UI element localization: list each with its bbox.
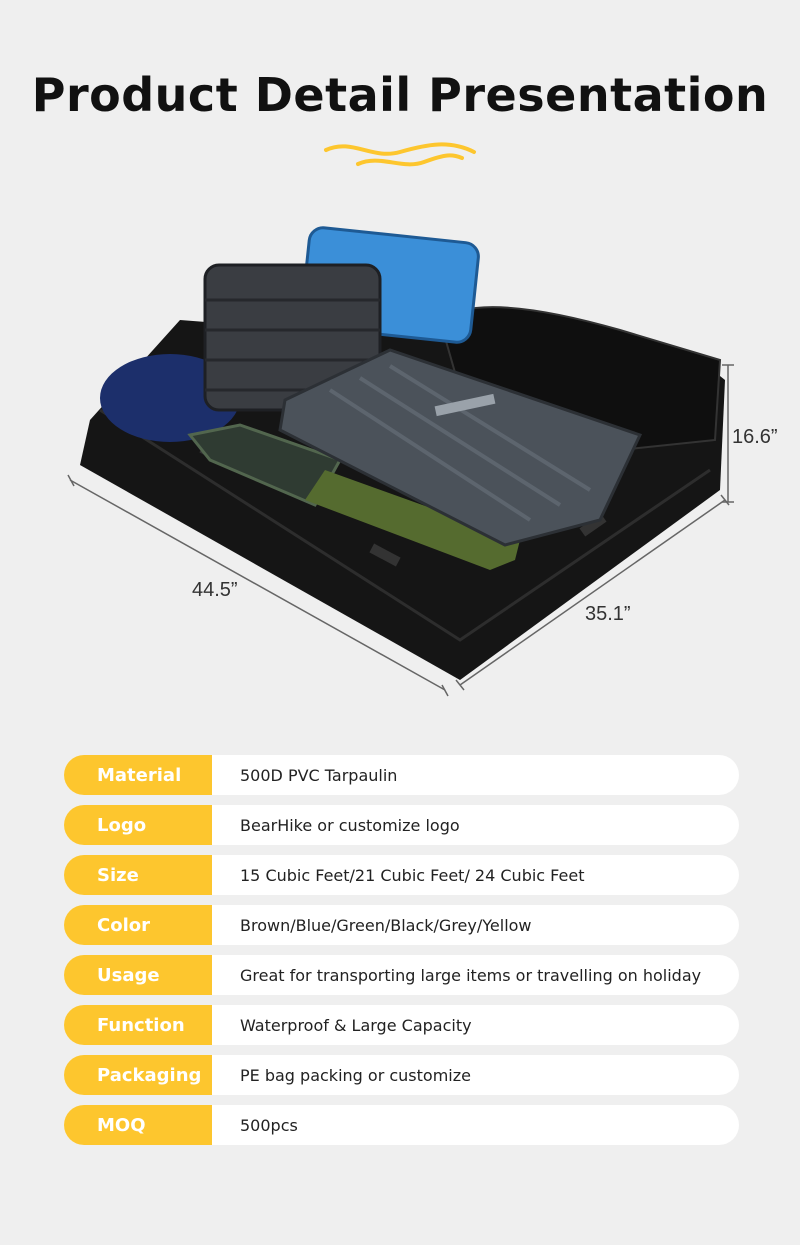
spec-row-color: Color Brown/Blue/Green/Black/Grey/Yellow (64, 905, 739, 945)
spec-value: 500pcs (240, 1115, 298, 1135)
spec-value: Great for transporting large items or tr… (240, 965, 702, 985)
spec-value: 500D PVC Tarpaulin (240, 765, 398, 785)
grey-suitcase (278, 348, 643, 547)
spec-row-usage: Usage Great for transporting large items… (64, 955, 739, 995)
spec-key: Size (64, 855, 212, 895)
spec-key: Function (64, 1005, 212, 1045)
spec-row-moq: MOQ 500pcs (64, 1105, 739, 1145)
spec-value: BearHike or customize logo (240, 815, 460, 835)
spec-table: Material 500D PVC Tarpaulin Logo BearHik… (64, 755, 739, 1155)
spec-row-packaging: Packaging PE bag packing or customize (64, 1055, 739, 1095)
width-label: 35.1” (585, 603, 631, 625)
spec-row-size: Size 15 Cubic Feet/21 Cubic Feet/ 24 Cub… (64, 855, 739, 895)
spec-value: PE bag packing or customize (240, 1065, 471, 1085)
page-title: Product Detail Presentation (31, 68, 769, 122)
spec-row-function: Function Waterproof & Large Capacity (64, 1005, 739, 1045)
spec-row-material: Material 500D PVC Tarpaulin (64, 755, 739, 795)
spec-key: Usage (64, 955, 212, 995)
spec-key: Material (64, 755, 212, 795)
spec-key: Color (64, 905, 212, 945)
length-label: 44.5” (192, 579, 238, 601)
wave-decoration-icon (324, 142, 476, 167)
product-image: 44.5” 35.1” 16.6” (67, 226, 778, 697)
spec-value: Brown/Blue/Green/Black/Grey/Yellow (240, 915, 532, 935)
spec-row-logo: Logo BearHike or customize logo (64, 805, 739, 845)
spec-key: MOQ (64, 1105, 212, 1145)
height-label: 16.6” (732, 426, 778, 448)
spec-value: 15 Cubic Feet/21 Cubic Feet/ 24 Cubic Fe… (240, 865, 585, 885)
spec-key: Packaging (64, 1055, 212, 1095)
olive-pad (305, 470, 520, 570)
spec-value: Waterproof & Large Capacity (240, 1015, 472, 1035)
spec-key: Logo (64, 805, 212, 845)
